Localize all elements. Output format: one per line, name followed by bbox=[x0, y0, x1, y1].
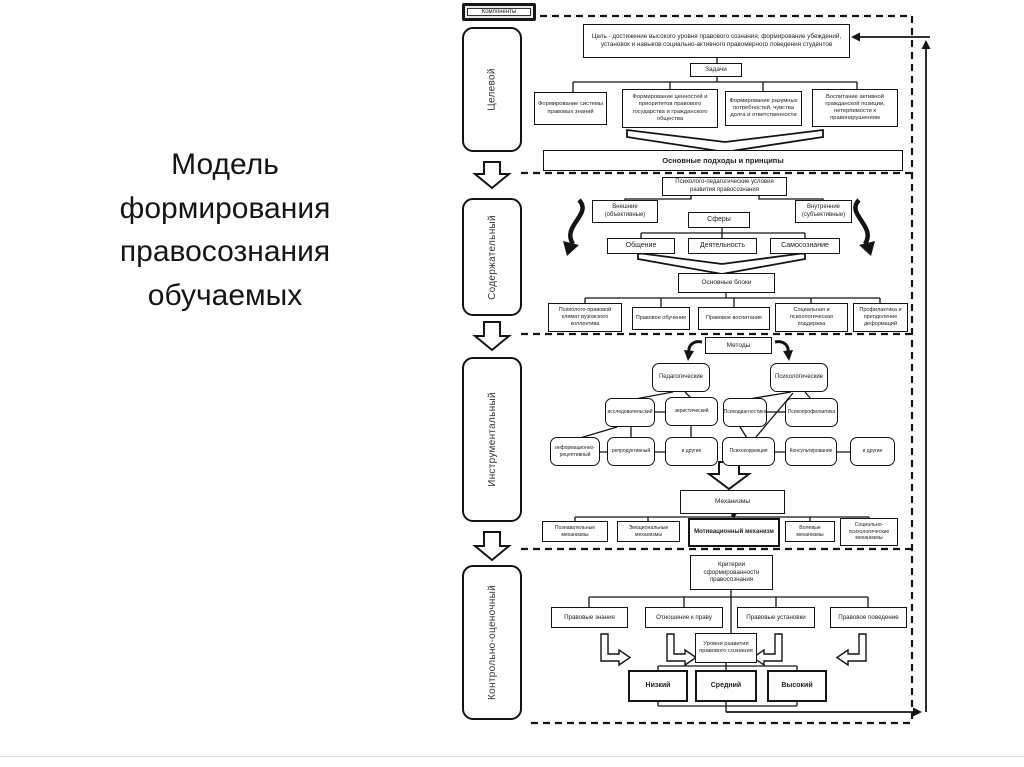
chevron-band-arrows bbox=[626, 128, 824, 275]
method-box: исследовательский bbox=[605, 398, 655, 427]
approaches-box: Основные подходы и принципы bbox=[543, 150, 903, 171]
elbow-right-arrow-icon bbox=[600, 633, 632, 667]
mechanisms-label-box: Механизмы bbox=[680, 490, 785, 514]
method-box: Психокоррекция bbox=[722, 437, 775, 466]
methods-curl-arrows bbox=[684, 340, 793, 361]
criterion-box: Правовые установки bbox=[737, 607, 815, 628]
criterion-box: Отношение к праву bbox=[645, 607, 723, 628]
method-box: Психопрофилактика bbox=[785, 398, 838, 427]
down-block-arrow-icon bbox=[472, 321, 512, 352]
block-box: Социальная и психологическая поддержка bbox=[775, 303, 848, 332]
method-box: репродуктивный bbox=[607, 437, 655, 466]
block-box: Профилактика и преодоление деформаций bbox=[853, 303, 908, 332]
component-instrumental: Инструментальный bbox=[462, 357, 522, 522]
down-block-arrow-icon bbox=[706, 461, 752, 491]
task-box: Воспитание активной гражданской позиции,… bbox=[812, 89, 898, 127]
method-box: Психодиагностика bbox=[723, 398, 767, 427]
dashed-frame bbox=[521, 14, 914, 725]
component-content: Содержательный bbox=[462, 198, 522, 316]
component-label: Инструментальный bbox=[486, 392, 498, 487]
pedagogical-methods-box: Педагогические bbox=[652, 363, 710, 392]
block-box: Правовое обучение bbox=[632, 307, 690, 330]
elbow-left-arrow-icon bbox=[751, 633, 783, 667]
elbow-right-arrow-icon bbox=[666, 633, 698, 667]
method-box: эвристический bbox=[665, 397, 718, 426]
sphere-box: Самосознание bbox=[770, 238, 840, 254]
feedback-arrow bbox=[726, 36, 930, 713]
curved-side-arrows bbox=[563, 198, 875, 256]
component-label: Целевой bbox=[486, 68, 498, 111]
feedback-arrowheads bbox=[851, 32, 931, 717]
component-label: Контрольно-оценочный bbox=[486, 585, 498, 700]
task-box: Формирование системы правовых знаний bbox=[534, 92, 607, 125]
goal-box: Цель - достижение высокого уровня правов… bbox=[583, 24, 850, 58]
mechanism-box: Волевые механизмы bbox=[785, 521, 835, 542]
components-header: Компоненты bbox=[462, 3, 536, 21]
slide-footer-divider bbox=[0, 756, 1024, 757]
criteria-label-box: Критерии сформированности правосознания bbox=[690, 555, 773, 590]
component-target: Целевой bbox=[462, 27, 522, 152]
psychological-methods-box: Психологические bbox=[770, 363, 828, 392]
mechanism-box-motivational: Мотивационный механизм bbox=[688, 518, 780, 547]
method-box: Консультирование bbox=[785, 437, 837, 466]
down-block-arrow-icon bbox=[472, 531, 512, 562]
mechanism-box: Познавательные механизмы bbox=[542, 521, 608, 542]
connector-lines bbox=[572, 58, 881, 712]
criteria-elbow-arrows bbox=[600, 633, 867, 667]
down-block-arrow-icon bbox=[472, 161, 512, 190]
mechanism-box: Социально-психологические механизмы bbox=[840, 518, 898, 546]
component-control: Контрольно-оценочный bbox=[462, 565, 522, 720]
sphere-box: Деятельность bbox=[688, 238, 757, 254]
sphere-box: Общение bbox=[607, 238, 675, 254]
task-box: Формирование ценностей и приоритетов пра… bbox=[622, 89, 718, 128]
task-box: Формирование разумных потребностей, чувс… bbox=[725, 91, 802, 126]
internal-conditions-box: Внутренние (субъективные) bbox=[795, 200, 852, 223]
chevron-down-icon bbox=[637, 251, 806, 275]
component-label: Содержательный bbox=[486, 214, 498, 300]
spheres-label-box: Сферы bbox=[688, 212, 750, 228]
block-box: Психолого-правовой климат вузовского кол… bbox=[548, 303, 622, 332]
blocks-label-box: Основные блоки bbox=[678, 273, 775, 293]
elbow-left-arrow-icon bbox=[835, 633, 867, 667]
component-down-arrows bbox=[472, 161, 752, 562]
external-conditions-box: Внешние (объективные) bbox=[592, 200, 658, 223]
slide-title: Модель формирования правосознания обучае… bbox=[119, 148, 331, 312]
connectors-svg bbox=[472, 14, 931, 725]
criterion-box: Правовые знания bbox=[551, 607, 628, 628]
level-box: Высокий bbox=[767, 670, 827, 702]
mechanism-box: Эмоциональные механизмы bbox=[617, 521, 680, 542]
block-box: Правовое воспитание bbox=[698, 307, 770, 330]
level-box: Низкий bbox=[628, 670, 688, 702]
chevron-down-icon bbox=[626, 128, 824, 153]
level-box: Средний bbox=[695, 670, 757, 702]
methods-label-box: Методы bbox=[705, 337, 772, 354]
conditions-box: Психолого-педагогические условия развити… bbox=[662, 177, 787, 196]
method-box: информационно-рецептивный bbox=[550, 437, 600, 466]
criterion-box: Правовое поведение bbox=[830, 607, 907, 628]
levels-label-box: Уровни развития правового сознания bbox=[695, 633, 757, 663]
method-box: и другие bbox=[850, 437, 895, 466]
model-flowchart: Компоненты Целевой Содержательный Инстру… bbox=[455, 0, 935, 740]
tasks-label-box: Задачи bbox=[690, 63, 742, 77]
method-box: и другие bbox=[665, 437, 718, 466]
